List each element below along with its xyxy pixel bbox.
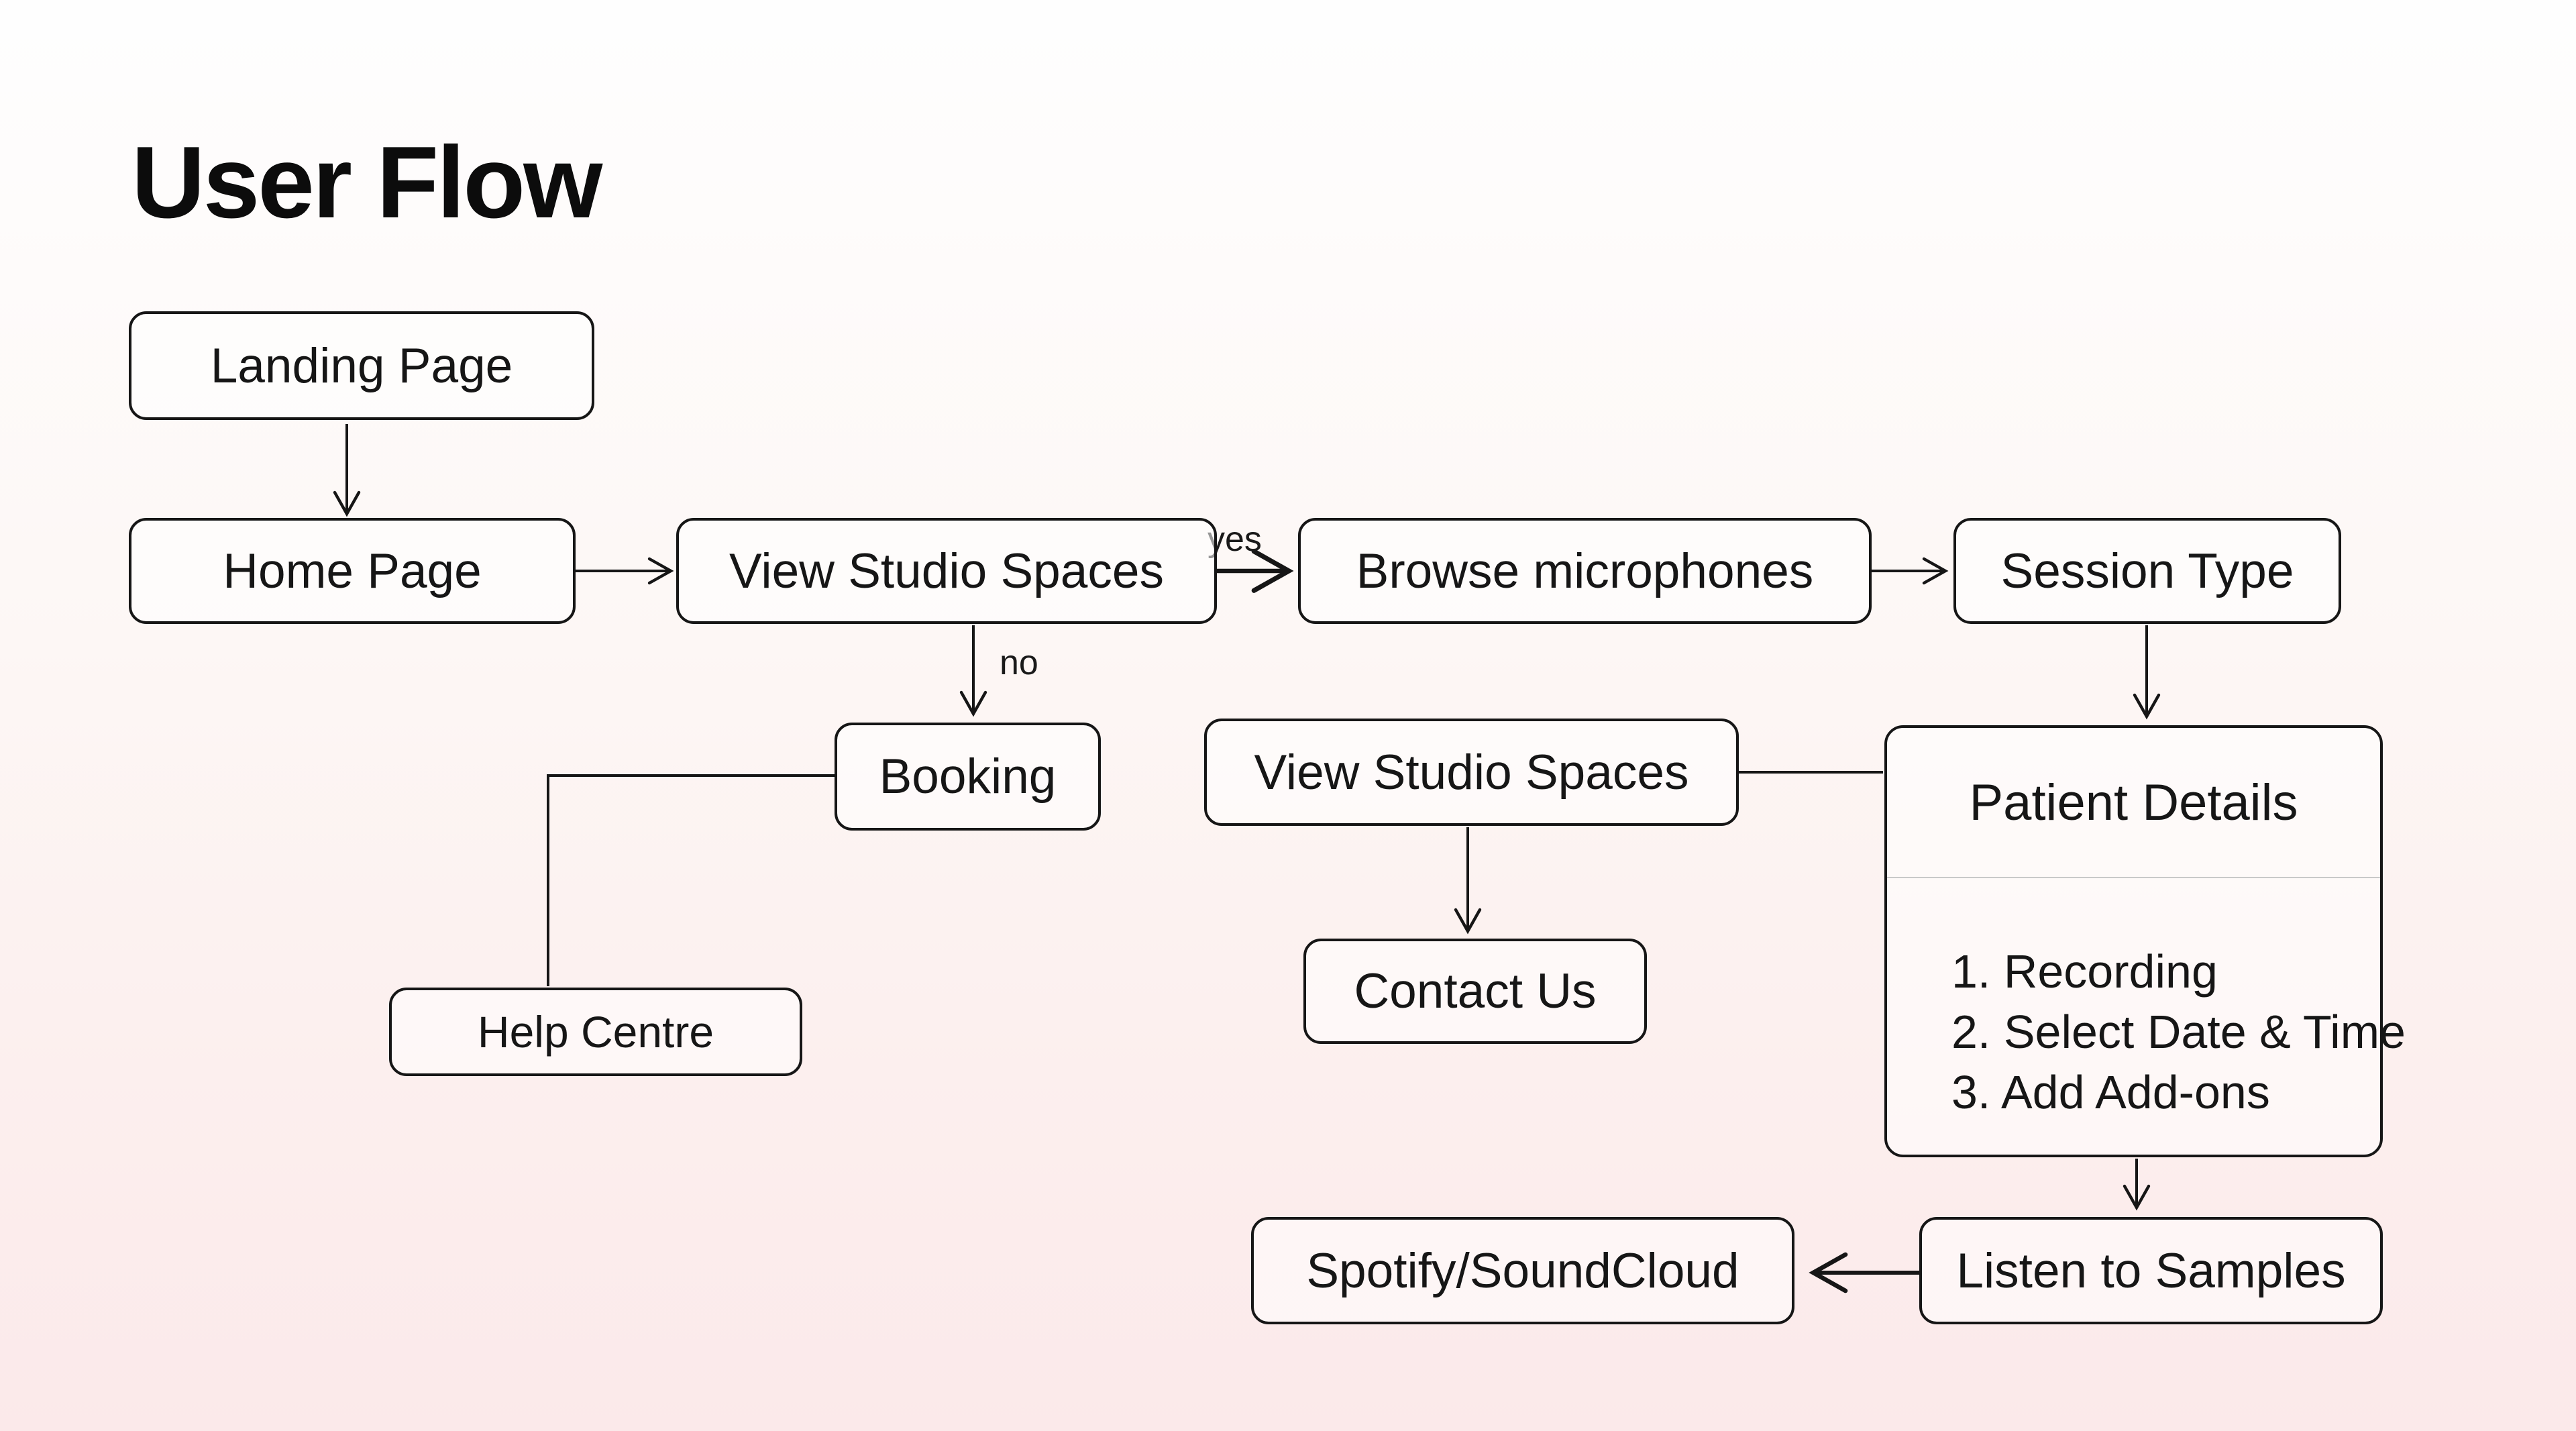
list-item: 1. Recording: [1951, 945, 2218, 998]
edge-label-no: no: [1000, 643, 1038, 682]
list-item: 3. Add Add-ons: [1951, 1066, 2270, 1118]
node-label: Session Type: [2000, 543, 2294, 598]
node-help-centre[interactable]: Help Centre: [389, 988, 802, 1076]
node-session-type[interactable]: Session Type: [1953, 518, 2341, 624]
node-label: Landing Page: [210, 338, 513, 393]
node-listen-to-samples[interactable]: Listen to Samples: [1919, 1217, 2383, 1324]
node-view-studio-spaces-2[interactable]: View Studio Spaces: [1204, 719, 1739, 826]
node-browse-microphones[interactable]: Browse microphones: [1298, 518, 1872, 624]
patient-details-list: 1. Recording 2. Select Date & Time 3. Ad…: [1951, 941, 2406, 1122]
node-view-studio-spaces-1[interactable]: View Studio Spaces: [676, 518, 1217, 624]
node-spotify-soundcloud[interactable]: Spotify/SoundCloud: [1251, 1217, 1794, 1324]
node-label: Spotify/SoundCloud: [1306, 1243, 1739, 1298]
page-title: User Flow: [131, 125, 602, 240]
node-label: View Studio Spaces: [729, 543, 1164, 598]
node-landing-page[interactable]: Landing Page: [129, 311, 594, 420]
node-label: Listen to Samples: [1956, 1243, 2346, 1298]
patient-details-divider: [1887, 877, 2380, 878]
node-label: View Studio Spaces: [1254, 745, 1689, 800]
patient-details-title: Patient Details: [1969, 774, 2298, 831]
node-label: Home Page: [223, 543, 482, 598]
node-label: Help Centre: [477, 1007, 714, 1057]
node-label: Contact Us: [1354, 964, 1597, 1018]
node-contact-us[interactable]: Contact Us: [1303, 939, 1647, 1044]
node-booking[interactable]: Booking: [835, 723, 1101, 831]
node-home-page[interactable]: Home Page: [129, 518, 576, 624]
node-label: Browse microphones: [1356, 543, 1814, 598]
node-patient-details[interactable]: Patient Details 1. Recording 2. Select D…: [1884, 725, 2406, 1157]
node-label: Booking: [879, 749, 1057, 804]
list-item: 2. Select Date & Time: [1951, 1006, 2406, 1058]
edge-booking-to-help-centre: [547, 774, 836, 986]
